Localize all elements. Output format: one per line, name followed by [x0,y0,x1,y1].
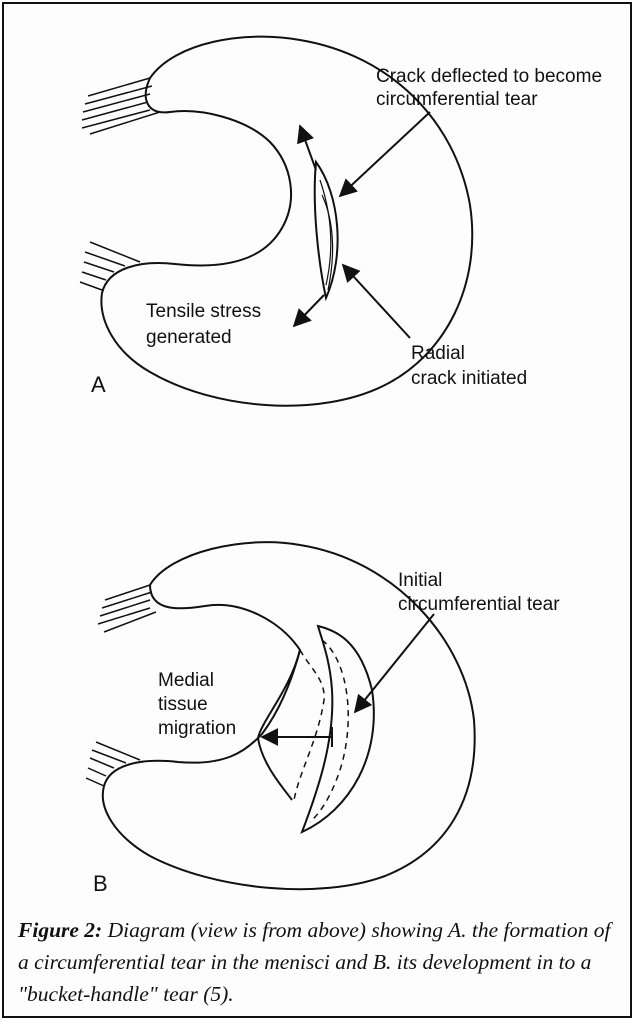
figure-caption: Figure 2: Diagram (view is from above) s… [18,914,623,1010]
figure-label: Figure 2: [18,918,102,942]
medial-label-line2: tissue [158,694,208,715]
tensile-label-line1: Tensile stress [146,301,261,322]
radial-label-line2: crack initiated [411,368,527,389]
deflect-label-line1: Crack deflected to become [376,66,602,87]
medial-label-line3: migration [158,718,236,739]
deflect-pointer [340,112,430,196]
tensile-label-line2: generated [146,327,232,348]
bucket-handle-tear [302,626,374,832]
crack-lens-a [315,162,338,298]
panel-b-letter: B [93,871,108,896]
initial-tear-pointer [355,614,434,712]
radial-label-line1: Radial [411,343,465,364]
stress-arrow-up [300,126,316,170]
stress-arrow-down [294,295,324,326]
caption-text: Diagram (view is from above) showing A. … [18,918,610,1006]
initial-label-line2: circumferential tear [398,594,560,615]
radial-pointer [343,265,410,338]
horn-fibres-b-top [98,585,156,632]
panel-a-letter: A [91,372,106,397]
medial-label-line1: Medial [158,670,214,691]
initial-label-line1: Initial [398,570,442,591]
deflect-label-line2: circumferential tear [376,89,538,110]
